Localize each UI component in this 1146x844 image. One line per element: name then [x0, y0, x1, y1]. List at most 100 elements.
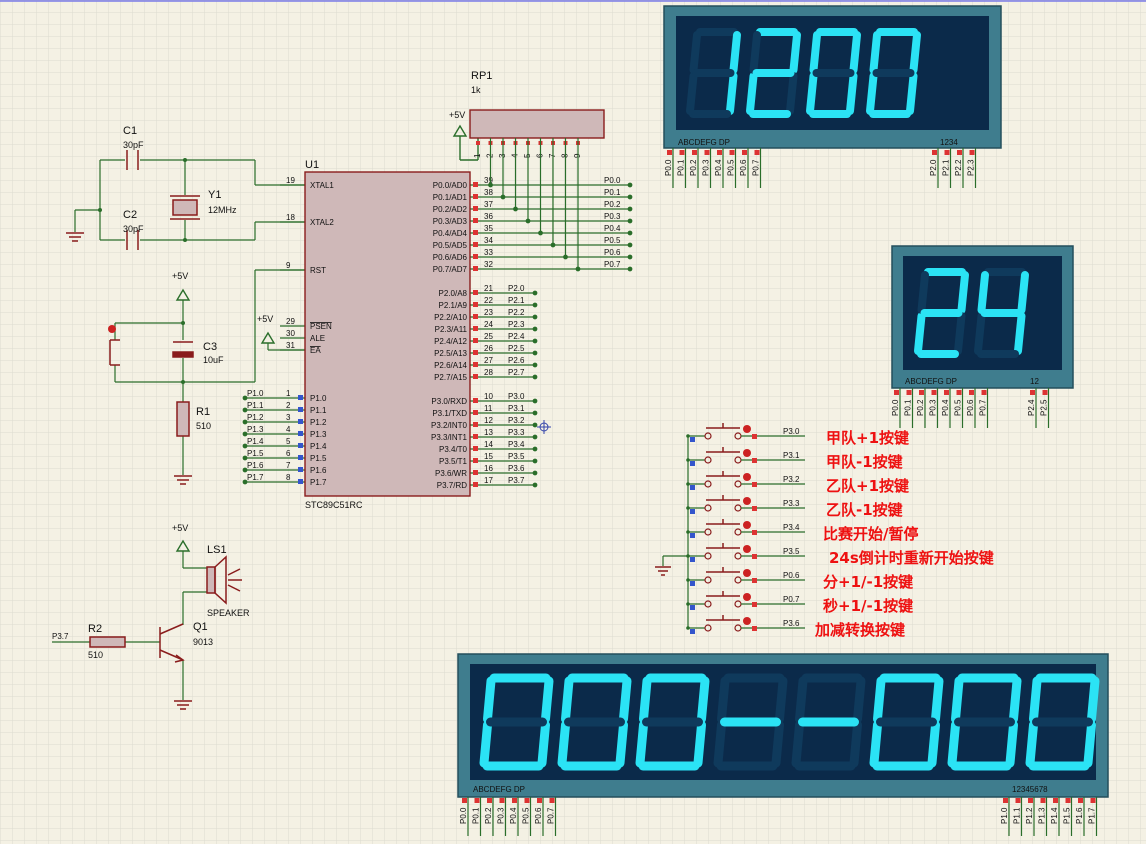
button-click-indicator[interactable] [743, 545, 751, 553]
display-seg-pin-label: P0.0 [891, 399, 900, 416]
q1-value: 9013 [193, 637, 213, 647]
net-node [532, 302, 538, 308]
segment-b [789, 31, 801, 74]
button-click-indicator[interactable] [743, 425, 751, 433]
net-node [532, 410, 538, 416]
segment-f [873, 676, 886, 724]
pin-state-indicator [473, 446, 478, 451]
display-digit-pin-label: P2.1 [942, 159, 951, 176]
segment-c [771, 720, 784, 768]
mcu-pin-number: 24 [484, 320, 493, 329]
probe-cursor[interactable] [537, 420, 551, 434]
mcu-pin-name: P3.7/RD [437, 481, 467, 490]
segment-c [693, 720, 706, 768]
button-click-indicator[interactable] [743, 593, 751, 601]
seven-seg-digit [686, 28, 741, 118]
net-node [242, 467, 248, 473]
net-node [532, 482, 538, 488]
net-node [532, 350, 538, 356]
pin-state-indicator [474, 798, 480, 803]
segment-b [775, 676, 788, 724]
net-node [627, 206, 633, 212]
mcu-chip[interactable] [304, 171, 471, 497]
button-net-label: P3.2 [783, 475, 800, 484]
mcu-pin-number: 30 [286, 329, 295, 338]
mcu-pin-number: 31 [286, 341, 295, 350]
button-click-indicator[interactable] [743, 473, 751, 481]
segment-e [479, 720, 492, 768]
vcc-label-rp1: +5V [449, 110, 465, 120]
mcu-right-net-label: P2.4 [508, 332, 525, 341]
mcu-right-net-label: P2.6 [508, 356, 525, 365]
mcu-pin-name: P0.7/AD7 [433, 265, 468, 274]
button-click-indicator[interactable] [743, 449, 751, 457]
ls1-value: SPEAKER [207, 608, 250, 618]
button-net-label: P3.6 [783, 619, 800, 628]
mcu-right-net-label: P2.5 [508, 344, 525, 353]
button-click-indicator[interactable] [743, 569, 751, 577]
pin-state-indicator [298, 443, 303, 448]
button-click-indicator[interactable] [743, 497, 751, 505]
segment-e [686, 72, 698, 115]
button-click-indicator[interactable] [743, 617, 751, 625]
button-function-label: 乙队-1按键 [826, 501, 903, 519]
seven-seg-digit [806, 28, 861, 118]
mcu-pin-name: P2.3/A11 [435, 325, 468, 334]
pin-state-indicator [1030, 390, 1035, 395]
segment-c [849, 720, 862, 768]
seven-seg-digit [479, 673, 554, 771]
net-node [563, 254, 568, 260]
vcc-label-ea: +5V [257, 314, 273, 324]
display-seg-pin-label: P0.7 [547, 807, 556, 824]
rp1-pin-number: 1 [473, 153, 482, 158]
net-node [686, 530, 690, 534]
mcu-pin-number: 6 [286, 449, 291, 458]
mcu-right-net-label: P3.7 [508, 476, 525, 485]
mcu-right-net-label: P0.2 [604, 200, 621, 209]
mcu-pin-name: P1.0 [310, 394, 327, 403]
mcu-pin-name: P3.4/T0 [439, 445, 468, 454]
display-digit-label: 1234 [940, 138, 958, 147]
segment-f [977, 271, 989, 314]
mcu-left-net-label: P1.7 [247, 473, 264, 482]
rp1-resistor-pack[interactable] [469, 109, 605, 139]
pin-state-indicator [752, 482, 757, 487]
mcu-pin-number: 19 [286, 176, 295, 185]
pin-state-indicator [473, 398, 478, 403]
mcu-pin-number: 10 [484, 392, 493, 401]
r1-value: 510 [196, 421, 211, 431]
display-digit-pin-label: P1.4 [1050, 807, 1059, 824]
mcu-pin-number: 39 [484, 176, 493, 185]
segment-f [869, 31, 881, 74]
net-node [513, 206, 518, 212]
pin-state-indicator [969, 150, 975, 155]
segment-c [846, 72, 858, 115]
mcu-pin-name: XTAL2 [310, 218, 334, 227]
pin-state-indicator [969, 390, 974, 395]
button-click-indicator[interactable] [743, 521, 751, 529]
ls1-ref: LS1 [207, 544, 227, 556]
button-function-label: 甲队-1按键 [826, 453, 903, 471]
segment-e [869, 720, 882, 768]
mcu-pin-number: 8 [286, 473, 291, 482]
mcu-pin-number: 22 [484, 296, 493, 305]
mcu-pin-number: 25 [484, 332, 493, 341]
mcu-pin-name: P0.3/AD3 [433, 217, 468, 226]
pin-state-indicator [473, 470, 478, 475]
display-digit-label: 12345678 [1012, 785, 1048, 794]
pin-state-indicator [752, 530, 757, 535]
mcu-pin-name: PSEN [310, 322, 332, 331]
